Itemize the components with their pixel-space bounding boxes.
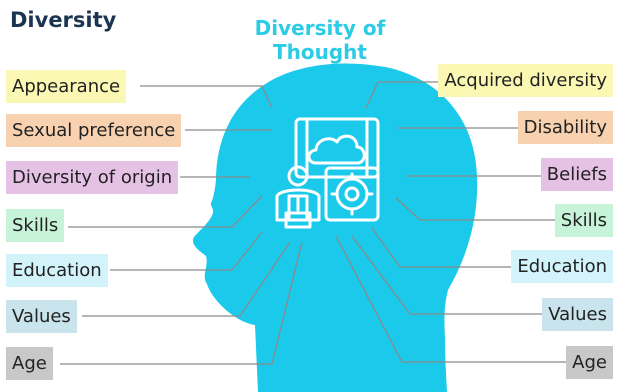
center-title: Diversity of Thought: [230, 16, 410, 64]
left-label-values: Values: [6, 300, 77, 333]
left-label-skills: Skills: [6, 209, 65, 242]
cloud-monitor-icon: [294, 117, 380, 179]
connector-lines: [60, 81, 568, 365]
right-label-education: Education: [511, 250, 613, 283]
connector-right-education: [371, 227, 525, 268]
right-label-age: Age: [566, 346, 613, 379]
right-label-acquired-diversity: Acquired diversity: [438, 64, 613, 97]
connector-left-education: [110, 231, 263, 271]
connector-acquired-diversity: [365, 81, 448, 109]
diagram-heading: Diversity: [10, 8, 117, 32]
right-label-values: Values: [542, 298, 613, 331]
left-label-sexual-preference: Sexual preference: [6, 114, 182, 147]
person-icon: [275, 165, 321, 229]
connector-right-age: [335, 235, 568, 363]
right-label-disability: Disability: [517, 111, 613, 144]
left-label-appearance: Appearance: [6, 70, 127, 103]
gear-icon: [324, 166, 380, 222]
connector-left-skills: [68, 195, 263, 228]
center-title-line-1: Diversity of: [254, 16, 386, 40]
head-silhouette: [193, 63, 478, 392]
connector-appearance: [140, 85, 273, 109]
connector-right-values: [351, 235, 552, 315]
right-label-skills: Skills: [554, 204, 613, 237]
connector-right-skills: [395, 197, 565, 221]
connector-left-age: [60, 241, 303, 365]
center-title-line-2: Thought: [273, 40, 367, 64]
left-label-education: Education: [6, 254, 108, 287]
left-label-diversity-of-origin: Diversity of origin: [6, 161, 179, 194]
connector-left-values: [82, 241, 291, 317]
right-label-beliefs: Beliefs: [540, 158, 613, 191]
left-label-age: Age: [6, 347, 53, 380]
